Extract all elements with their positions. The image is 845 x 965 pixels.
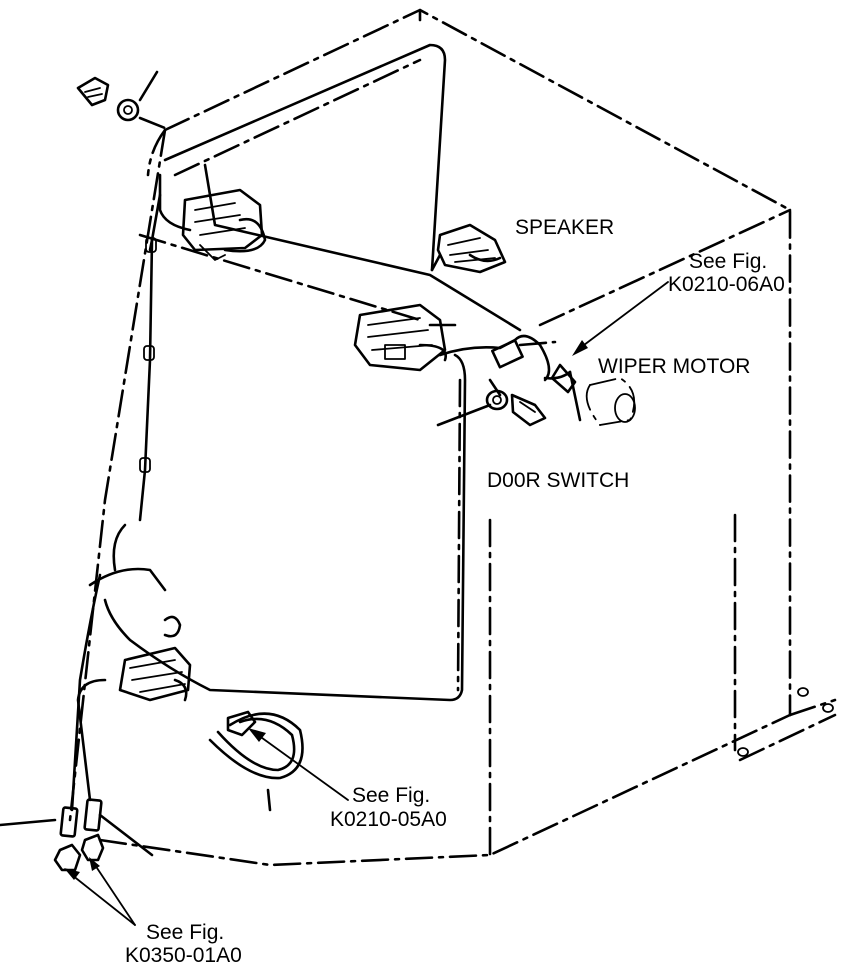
wiper-connector	[491, 334, 582, 422]
speaker-label: SPEAKER	[515, 216, 614, 239]
see-fig-label-3: See Fig.	[146, 921, 224, 944]
ref-label-2: K0210-05A0	[330, 808, 447, 831]
top-clip	[76, 70, 172, 132]
upper-connector-block	[181, 188, 267, 261]
leader-lines	[64, 281, 669, 926]
see-fig-label-2: See Fig.	[352, 784, 430, 807]
door-switch	[436, 378, 547, 427]
center-connector-block	[353, 303, 517, 372]
callout-labels: SPEAKER See Fig. K0210-06A0 WIPER MOTOR …	[125, 216, 785, 965]
bottom-connectors	[0, 798, 154, 872]
pillar-harness	[70, 193, 167, 812]
wiper-motor-label: WIPER MOTOR	[598, 355, 750, 378]
ref-label-1: K0210-06A0	[668, 273, 785, 296]
cab-outline	[68, 8, 837, 867]
speaker-unit	[436, 223, 507, 274]
washer-hose	[208, 710, 304, 812]
ref-label-3: K0350-01A0	[125, 944, 242, 965]
see-fig-label-1: See Fig.	[689, 250, 767, 273]
lower-connector-block	[118, 615, 192, 702]
window-frame	[103, 43, 522, 702]
mount-brackets	[737, 687, 834, 757]
wiper-motor	[585, 377, 636, 426]
door-switch-label: D00R SWITCH	[487, 469, 629, 492]
